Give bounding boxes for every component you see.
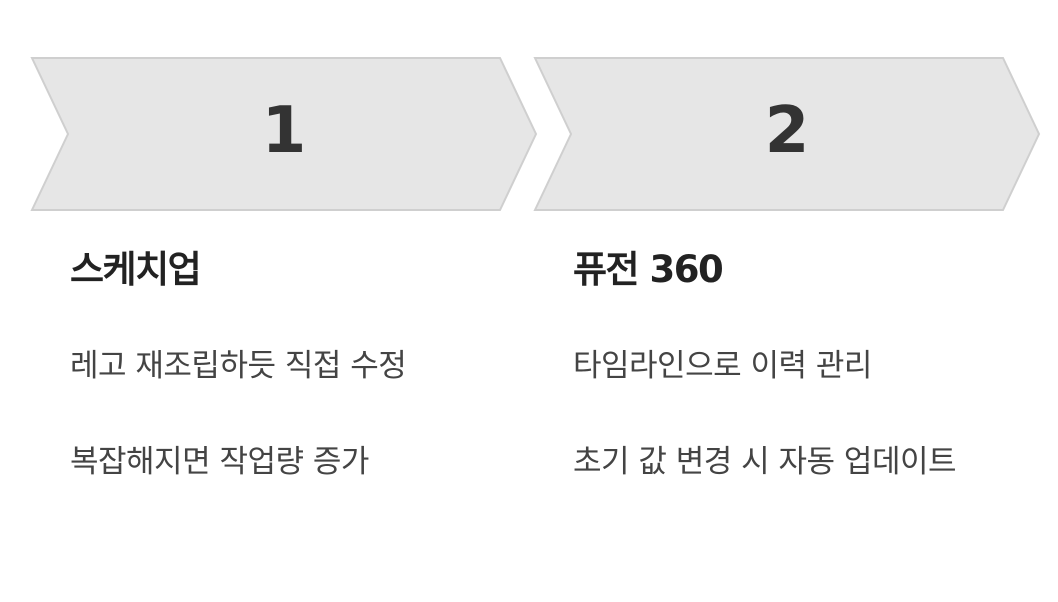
- chevron-shape: [533, 57, 1041, 211]
- step-point: 레고 재조립하듯 직접 수정: [70, 348, 407, 384]
- step-points-list: 타임라인으로 이력 관리 초기 값 변경 시 자동 업데이트: [573, 336, 1003, 528]
- step-number: 2: [764, 94, 810, 168]
- step-number: 1: [261, 94, 307, 168]
- step-point: 초기 값 변경 시 자동 업데이트: [573, 444, 957, 480]
- step-point: 복잡해지면 작업량 증가: [70, 444, 369, 480]
- step-title: 퓨전 360: [573, 248, 724, 291]
- chevron-shape: [30, 57, 538, 211]
- step-card-1: 1 스케치업 레고 재조립하듯 직접 수정 복잡해지면 작업량 증가: [30, 0, 540, 602]
- step-title: 스케치업: [70, 248, 202, 291]
- step-points-list: 레고 재조립하듯 직접 수정 복잡해지면 작업량 증가: [70, 336, 500, 528]
- step-point: 타임라인으로 이력 관리: [573, 348, 872, 384]
- step-card-2: 2 퓨전 360 타임라인으로 이력 관리 초기 값 변경 시 자동 업데이트: [533, 0, 1043, 602]
